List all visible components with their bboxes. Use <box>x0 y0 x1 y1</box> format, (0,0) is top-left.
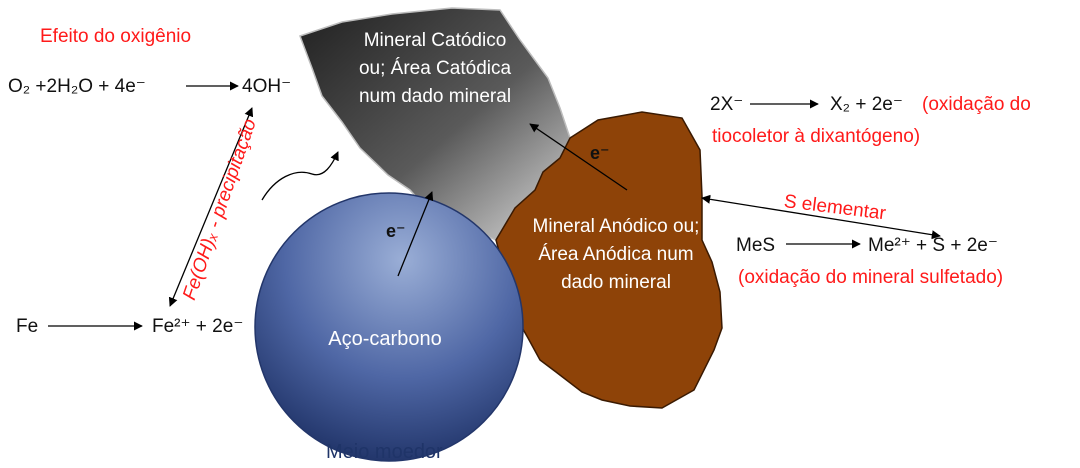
anodic-mineral-shape <box>495 111 723 409</box>
steel-ball <box>254 192 524 462</box>
xanthate-reactant: 2X⁻ <box>710 94 744 115</box>
metal-sulfide-product: Me²⁺ + S + 2e⁻ <box>868 235 998 256</box>
metal-sulfide-reactant: MeS <box>736 235 776 256</box>
grinding-medium-label: Meio moedor <box>326 441 443 463</box>
anodic-mineral-label: Mineral Anódico ou; Área Anódica num dad… <box>532 216 700 293</box>
iron-oxidation-product: Fe²⁺ + 2e⁻ <box>152 316 244 337</box>
electron-arrow-steel <box>397 191 434 277</box>
cathodic-mineral-label: Mineral Catódico ou; Área Catódica num d… <box>358 30 512 107</box>
electron-arrow-mineral <box>529 123 628 191</box>
steel-label: Aço-carbono <box>328 328 442 350</box>
metal-sulfide-note: (oxidação do mineral sulfetado) <box>738 267 1004 288</box>
xanthate-product: X₂ + 2e⁻ <box>830 94 903 115</box>
oxygen-reduction-reactants: O₂ +2H₂O + 4e⁻ <box>8 76 146 97</box>
sulfur-arrow <box>701 194 941 240</box>
iron-reactant: Fe <box>16 316 39 337</box>
double-arrow-icon <box>168 107 254 307</box>
hydroxide-product: 4OH⁻ <box>242 76 292 97</box>
xanthate-note-line2: tiocoletor à dixantógeno) <box>712 126 921 147</box>
electron-label-mineral: e⁻ <box>590 143 610 163</box>
electron-label-steel: e⁻ <box>386 221 406 241</box>
curved-arrow-icon <box>261 151 339 201</box>
oxygen-effect-title: Efeito do oxigênio <box>40 26 192 47</box>
xanthate-note-line1: (oxidação do <box>922 94 1031 115</box>
